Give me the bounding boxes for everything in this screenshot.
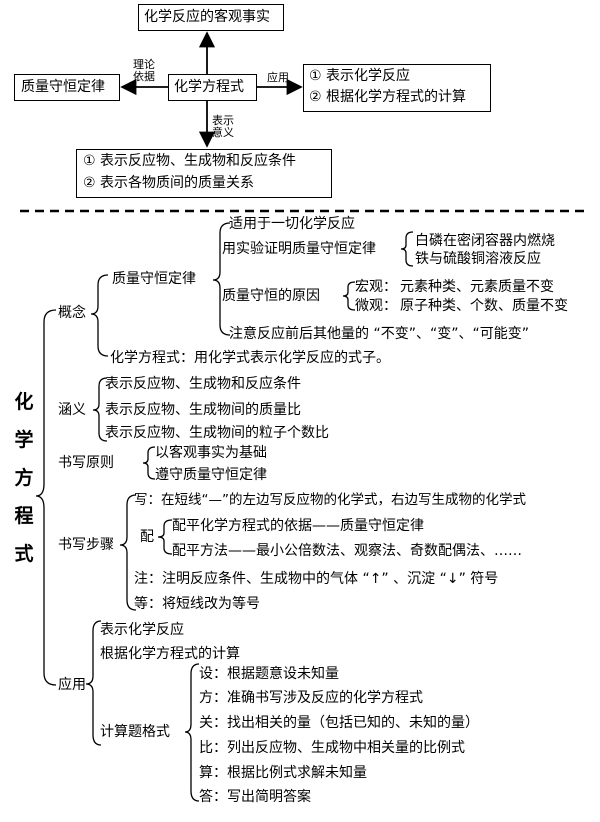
center-box: 化学方程式 bbox=[168, 74, 257, 101]
format-item: 设：根据题意设未知量 bbox=[199, 666, 339, 682]
center-text: 化学方程式 bbox=[174, 79, 244, 95]
meaning-item: 表示反应物、生成物间的质量比 bbox=[105, 402, 301, 418]
format-item: 方：准确书写涉及反应的化学方程式 bbox=[199, 690, 423, 706]
principle-item: 遵守质量守恒定律 bbox=[155, 467, 267, 483]
step-write: 写：在短线“—”的左边写反应物的化学式，右边写生成物的化学式 bbox=[134, 492, 526, 508]
principle-item: 以客观事实为基础 bbox=[155, 445, 267, 461]
format-item: 关：找出相关的量（包括已知的、未知的量） bbox=[199, 715, 479, 731]
balance-item: 配平化学方程式的依据——质量守恒定律 bbox=[172, 518, 424, 534]
principle-label: 书写原则 bbox=[58, 455, 114, 471]
meaning-item: 表示反应物、生成物间的粒子个数比 bbox=[105, 425, 329, 441]
format-item: 算：根据比例式求解未知量 bbox=[199, 765, 367, 781]
step-balance-label: 配 bbox=[140, 529, 154, 545]
macro-text: 元素种类、元素质量不变 bbox=[400, 279, 554, 295]
meaning-item: ② 表示各物质间的质量关系 bbox=[83, 175, 255, 191]
meaning-label: 涵义 bbox=[58, 402, 86, 418]
law-label: 质量守恒定律 bbox=[112, 271, 196, 287]
micro-label: 微观： bbox=[355, 298, 397, 314]
micro-text: 原子种类、个数、质量不变 bbox=[400, 298, 568, 314]
equation-definition: 化学方程式：用化学式表示化学反应的式子。 bbox=[110, 350, 390, 366]
apply-item: ① 表示化学反应 bbox=[309, 68, 411, 84]
macro-label: 宏观： bbox=[355, 279, 397, 295]
meaning-box: ① 表示反应物、生成物和反应条件 ② 表示各物质间的质量关系 bbox=[76, 149, 332, 198]
prove-item-1: 白磷在密闭容器内燃烧 bbox=[415, 233, 555, 249]
label-meaning-2: 意义 bbox=[212, 126, 234, 139]
step-note: 注：注明反应条件、生成物中的气体 “↑” 、沉淀 “↓” 符号 bbox=[134, 571, 499, 587]
fact-box: 化学反应的客观事实 bbox=[138, 4, 284, 31]
law-applies: 适用于一切化学反应 bbox=[229, 216, 355, 232]
prove-item-2: 铁与硫酸铜溶液反应 bbox=[415, 251, 541, 267]
balance-item: 配平方法——最小公倍数法、观察法、奇数配偶法、…… bbox=[172, 543, 522, 559]
application-item: 表示化学反应 bbox=[100, 622, 184, 638]
law-prove: 用实验证明质量守恒定律 bbox=[222, 241, 376, 257]
apply-box: ① 表示化学反应 ② 根据化学方程式的计算 bbox=[303, 64, 491, 112]
apply-item: ② 根据化学方程式的计算 bbox=[309, 89, 467, 105]
concept-label: 概念 bbox=[58, 305, 86, 321]
braces bbox=[35, 222, 414, 802]
meaning-item: 表示反应物、生成物和反应条件 bbox=[105, 376, 301, 392]
format-item: 答：写出简明答案 bbox=[199, 789, 311, 805]
format-label: 计算题格式 bbox=[100, 724, 170, 740]
law-box: 质量守恒定律 bbox=[14, 74, 120, 101]
fact-text: 化学反应的客观事实 bbox=[144, 9, 270, 25]
law-note: 注意反应前后其他量的 “不变”、“变”、“可能变” bbox=[229, 326, 529, 342]
label-basis-1: 理论 bbox=[133, 58, 155, 71]
steps-label: 书写步骤 bbox=[58, 537, 114, 553]
label-apply: 应用 bbox=[267, 71, 289, 84]
application-label: 应用 bbox=[58, 677, 86, 693]
format-item: 比：列出反应物、生成物中相关量的比例式 bbox=[199, 740, 465, 756]
label-basis-2: 依据 bbox=[133, 70, 155, 83]
root-title: 化学方程式 bbox=[14, 391, 34, 565]
meaning-item: ① 表示反应物、生成物和反应条件 bbox=[83, 153, 297, 169]
law-text: 质量守恒定律 bbox=[21, 79, 105, 95]
step-equal: 等：将短线改为等号 bbox=[134, 596, 260, 612]
law-reason: 质量守恒的原因 bbox=[222, 288, 320, 304]
application-item: 根据化学方程式的计算 bbox=[100, 646, 240, 662]
label-meaning-1: 表示 bbox=[212, 114, 234, 127]
